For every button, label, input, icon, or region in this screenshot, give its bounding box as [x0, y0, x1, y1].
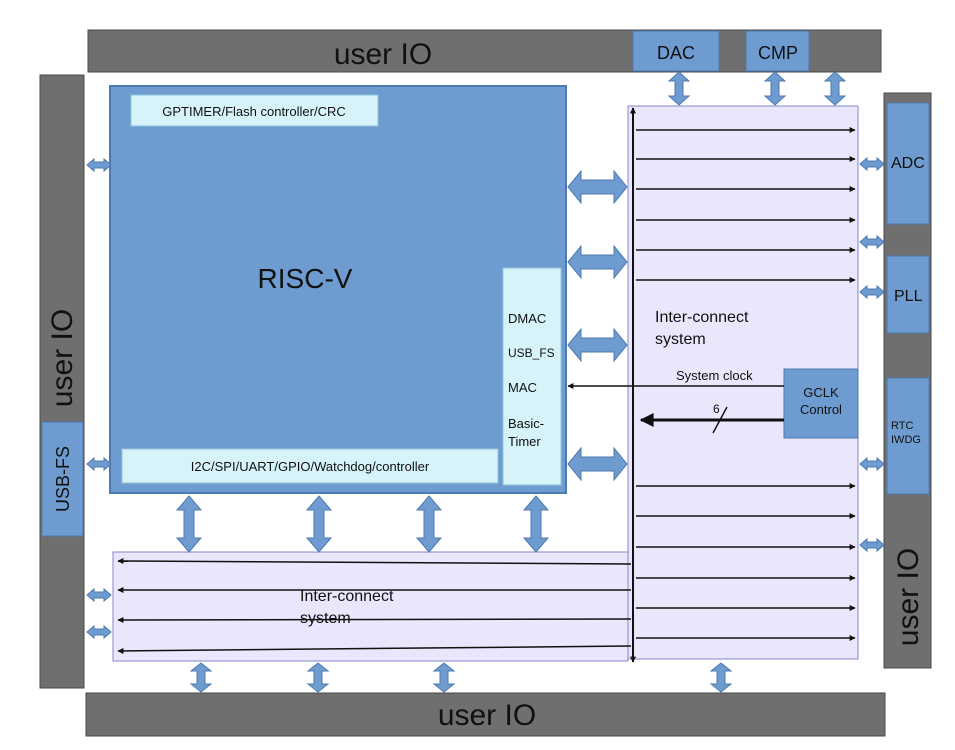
- bus-double-arrow: [859, 284, 885, 300]
- bus-double-arrow: [189, 662, 213, 693]
- signal-arrow: [117, 558, 632, 565]
- user-io-bottom-label: user IO: [438, 699, 536, 732]
- dmac-panel: [502, 267, 562, 486]
- user-io-left-label: user IO: [46, 309, 79, 407]
- interconnect-bottom-label-2: system: [300, 610, 351, 627]
- bus-double-arrow: [86, 456, 112, 472]
- bus-double-arrow: [432, 662, 456, 693]
- interconnect-bottom: Inter-connect system: [112, 551, 629, 662]
- dmac-label: DMAC: [508, 311, 546, 326]
- bus-double-arrow: [859, 156, 885, 172]
- dac-label: DAC: [657, 43, 695, 63]
- bus-double-arrow: [175, 495, 203, 553]
- bus-double-arrow: [567, 244, 628, 280]
- riscv-title: RISC-V: [258, 263, 353, 294]
- interconnect-right-label-1: Inter-connect: [655, 309, 749, 326]
- bus-double-arrow: [763, 71, 787, 106]
- user-io-top-label: user IO: [334, 38, 432, 71]
- system-clock-label: System clock: [676, 368, 753, 383]
- gclk-control-block: GCLK Control: [783, 368, 859, 439]
- riscv-core: RISC-V GPTIMER/Flash controller/CRC I2C/…: [109, 85, 567, 494]
- bus-double-arrow: [305, 495, 333, 553]
- bus-double-arrow: [86, 587, 112, 603]
- basic-timer-label-2: Timer: [508, 434, 541, 449]
- bus-double-arrow: [859, 234, 885, 250]
- gclk-control-label: Control: [800, 402, 842, 417]
- bus-double-arrow: [667, 71, 691, 106]
- bus-double-arrow: [86, 157, 112, 173]
- bus-double-arrow: [823, 71, 847, 106]
- gclk-label: GCLK: [803, 385, 839, 400]
- user-io-left: user IO: [39, 74, 85, 689]
- bus-double-arrow: [415, 495, 443, 553]
- dac-block: DAC: [632, 30, 720, 72]
- rtc-label: RTC: [891, 420, 913, 432]
- usb-fs-internal-label: USB_FS: [508, 346, 555, 360]
- interconnect-bottom-label-1: Inter-connect: [300, 588, 394, 605]
- cmp-block: CMP: [745, 30, 810, 72]
- bus-double-arrow: [567, 446, 628, 482]
- bus-lines: [117, 107, 856, 663]
- iwdg-label: IWDG: [891, 434, 921, 446]
- basic-timer-label-1: Basic-: [508, 416, 544, 431]
- bus-width-slash: [712, 406, 728, 434]
- adc-block: ADC: [886, 102, 930, 225]
- user-io-right-label: user IO: [892, 548, 925, 646]
- cmp-label: CMP: [758, 43, 798, 63]
- mac-label: MAC: [508, 380, 537, 395]
- bus-double-arrow: [567, 327, 628, 363]
- signal-arrow: [117, 645, 632, 654]
- interconnect-right-label-2: system: [655, 331, 706, 348]
- pll-label: PLL: [894, 288, 923, 305]
- gptimer-label: GPTIMER/Flash controller/CRC: [162, 104, 345, 119]
- user-io-bottom: user IO: [85, 692, 886, 737]
- bus-double-arrow: [86, 624, 112, 640]
- bus-double-arrow: [709, 662, 733, 693]
- gptimer-panel: [130, 94, 379, 127]
- signal-arrow: [117, 616, 632, 623]
- bus-double-arrow: [306, 662, 330, 693]
- pll-block: PLL: [886, 255, 930, 334]
- adc-label: ADC: [891, 155, 925, 172]
- bus-double-arrow: [859, 456, 885, 472]
- bus-double-arrow: [567, 169, 628, 205]
- bus-width-label: 6: [713, 402, 720, 416]
- rtc-iwdg-block: RTC IWDG: [886, 377, 930, 495]
- usb-fs-label: USB-FS: [53, 446, 73, 512]
- bus-double-arrow: [859, 537, 885, 553]
- i2c-label: I2C/SPI/UART/GPIO/Watchdog/controller: [191, 459, 430, 474]
- bus-double-arrow: [522, 495, 550, 553]
- usb-fs-block: USB-FS: [41, 421, 84, 537]
- i2c-panel: [121, 448, 499, 484]
- bus-arrows: [86, 71, 885, 693]
